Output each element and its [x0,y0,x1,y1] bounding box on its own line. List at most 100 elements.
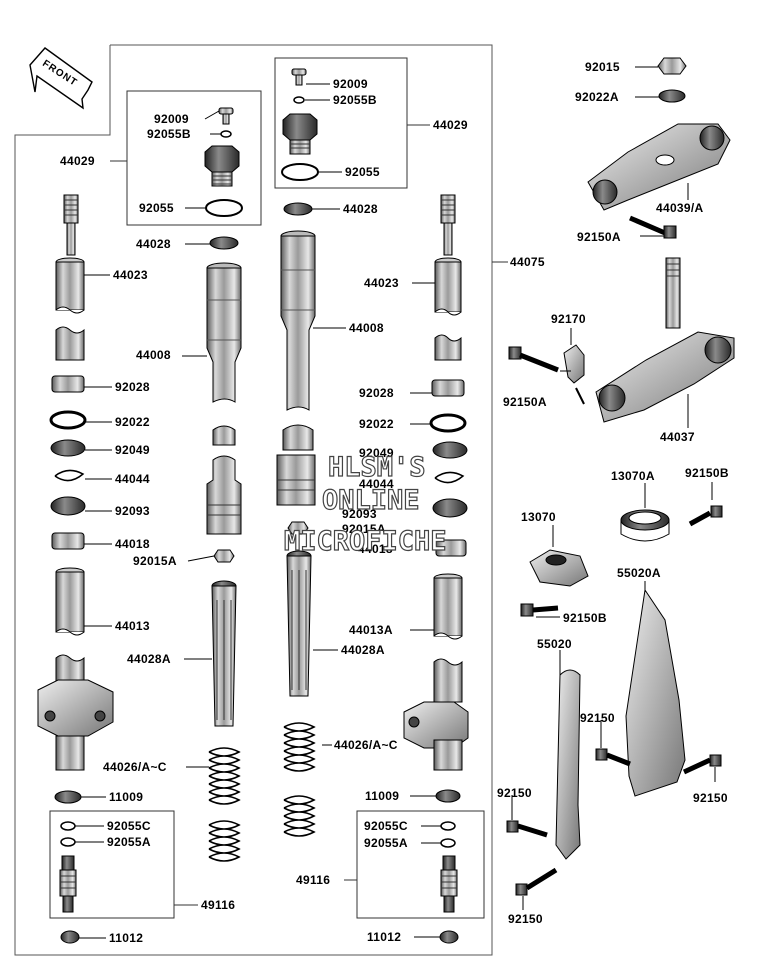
part-label-44044-right[interactable]: 44044 [359,477,394,491]
part-label-44028A-left[interactable]: 44028A [127,652,171,666]
part-label-49116-right[interactable]: 49116 [296,873,331,887]
part-label-92093-right[interactable]: 92093 [342,507,377,521]
part-label-44028-left[interactable]: 44028 [136,237,171,251]
right-dust-seal-icon [432,498,468,518]
part-label-92150-c[interactable]: 92150 [497,786,532,800]
part-label-92015A-left[interactable]: 92015A [133,554,177,568]
left-oring-small [220,130,232,138]
steering-stem-icon [595,257,735,423]
part-label-44008-right[interactable]: 44008 [349,321,384,335]
part-label-44026-left[interactable]: 44026/A~C [103,760,167,774]
right-outer-tube-icon [403,573,469,771]
left-washer-icon [49,410,87,430]
left-damper-cylinder-icon [211,580,237,727]
part-label-92055-right[interactable]: 92055 [345,165,380,179]
right-nut-92015A [287,521,309,535]
part-label-55020[interactable]: 55020 [537,637,572,651]
part-label-44039A[interactable]: 44039/A [656,201,704,215]
part-label-92015[interactable]: 92015 [585,60,620,74]
part-label-44037[interactable]: 44037 [660,430,695,444]
right-oil-lock-piece-icon [435,789,461,803]
part-label-44018-right[interactable]: 44018 [358,542,393,556]
part-label-92055-left[interactable]: 92055 [139,201,174,215]
part-label-92093-left[interactable]: 92093 [115,504,150,518]
part-label-92028-left[interactable]: 92028 [115,380,150,394]
bolt-92150-c-icon [506,820,548,838]
left-slide-bushing-icon [51,532,85,550]
part-label-44028-right[interactable]: 44028 [343,202,378,216]
part-label-92150A-top[interactable]: 92150A [577,230,621,244]
part-label-44026-right[interactable]: 44026/A~C [334,738,398,752]
part-label-92055C-left[interactable]: 92055C [107,819,151,833]
part-label-92009-right[interactable]: 92009 [333,77,368,91]
hose-clamp-13070-icon [529,549,589,587]
part-label-44018-left[interactable]: 44018 [115,537,150,551]
left-spring-icon [208,747,241,862]
cable-guide-92170-icon [563,344,585,405]
part-label-44075[interactable]: 44075 [510,255,545,269]
part-label-44023-right[interactable]: 44023 [364,276,399,290]
part-label-44044-left[interactable]: 44044 [115,472,150,486]
part-label-92055B-right[interactable]: 92055B [333,93,377,107]
left-cap-bolt-icon [218,107,234,125]
bolt-92150A-top-icon [629,215,677,239]
part-label-13070[interactable]: 13070 [521,510,556,524]
right-valve-box [356,810,485,919]
leader-lines [75,66,716,939]
part-label-92055A-right[interactable]: 92055A [364,836,408,850]
right-damper-rod-icon [440,194,456,256]
right-damper-cylinder-icon [286,550,312,697]
part-label-11012-left[interactable]: 11012 [109,931,144,945]
right-slide-bushing-icon [435,539,467,557]
right-cap-bolt-icon [291,68,307,86]
part-label-44029-left[interactable]: 44029 [60,154,95,168]
right-oil-seal-icon [432,441,468,459]
part-label-92049-left[interactable]: 92049 [115,443,150,457]
bolt-92150-b-icon [682,754,722,775]
part-label-92150-a[interactable]: 92150 [580,711,615,725]
left-oring-92055C [60,821,76,831]
part-label-92150B-top[interactable]: 92150B [685,466,729,480]
part-label-11012-right[interactable]: 11012 [367,930,402,944]
part-label-92055C-right[interactable]: 92055C [364,819,408,833]
part-label-44023-left[interactable]: 44023 [113,268,148,282]
left-outer-tube-icon [37,567,114,771]
part-label-49116-left[interactable]: 49116 [201,898,236,912]
part-label-92015A-right[interactable]: 92015A [342,522,386,536]
right-spring-icon [283,722,316,837]
part-label-92150B-mid[interactable]: 92150B [563,611,607,625]
left-oil-lock-piece-icon [54,790,82,804]
part-label-44013-left[interactable]: 44013 [115,619,150,633]
part-label-11009-left[interactable]: 11009 [109,790,144,804]
part-label-92055B-left[interactable]: 92055B [147,127,191,141]
fork-guard-55020-icon [555,669,581,860]
part-label-11009-right[interactable]: 11009 [365,789,400,803]
part-label-44008-left[interactable]: 44008 [136,348,171,362]
left-cap-box [126,90,262,226]
part-label-92170[interactable]: 92170 [551,312,586,326]
left-guide-bushing-icon [51,375,85,393]
part-label-44013A-right[interactable]: 44013A [349,623,393,637]
part-label-92055A-left[interactable]: 92055A [107,835,151,849]
part-label-92022-left[interactable]: 92022 [115,415,150,429]
bolt-92150B-mid-icon [520,603,559,617]
part-label-92150A-mid[interactable]: 92150A [503,395,547,409]
part-label-44029-right[interactable]: 44029 [433,118,468,132]
part-label-92022-right[interactable]: 92022 [359,417,394,431]
left-outer-tube-44008-icon [206,236,242,535]
part-label-92150-d[interactable]: 92150 [508,912,543,926]
part-label-92150-b[interactable]: 92150 [693,791,728,805]
watermark-line-1: HLSM'S [327,452,426,483]
part-label-44028A-right[interactable]: 44028A [341,643,385,657]
part-label-92009-left[interactable]: 92009 [154,112,189,126]
part-label-92022A[interactable]: 92022A [575,90,619,104]
bolt-92150-a-icon [595,748,631,767]
right-oring-large [281,163,319,181]
part-label-92028-right[interactable]: 92028 [359,386,394,400]
part-label-13070A[interactable]: 13070A [611,469,655,483]
part-label-92049-right[interactable]: 92049 [359,446,394,460]
part-label-55020A[interactable]: 55020A [617,566,661,580]
right-inner-tube-top-icon [434,257,462,361]
left-nut-92015A [213,549,235,563]
